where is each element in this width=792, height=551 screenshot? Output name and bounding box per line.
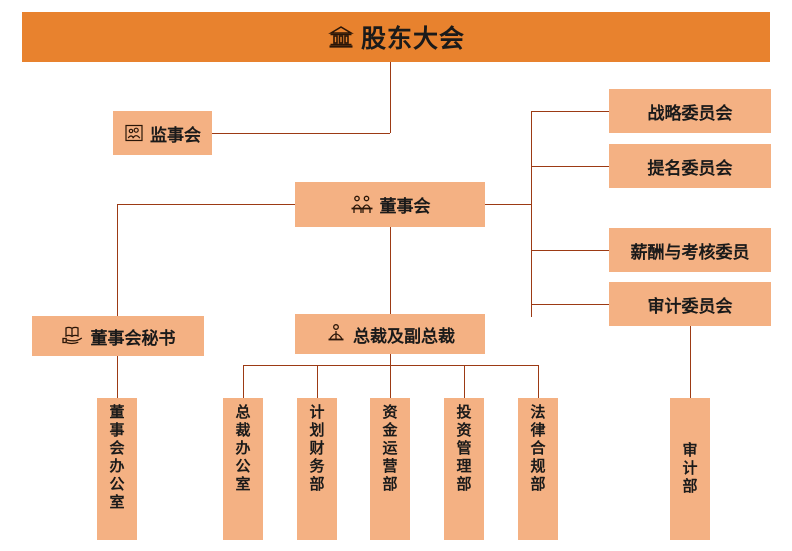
node-strategy-committee[interactable]: 战略委员会 xyxy=(609,89,771,133)
node-board-secretary[interactable]: 董事会秘书 xyxy=(32,316,204,356)
two-people-seated-icon xyxy=(350,194,374,216)
node-investment-management-dept[interactable]: 投资管理部 xyxy=(444,398,484,540)
node-label: 董事会秘书 xyxy=(90,328,176,349)
connector-banner-to-board xyxy=(390,62,391,133)
node-label: 总裁办公室 xyxy=(233,404,252,494)
node-board-office[interactable]: 董事会办公室 xyxy=(97,398,137,540)
connector-dept-4 xyxy=(464,365,465,398)
node-audit-dept[interactable]: 审计部 xyxy=(670,398,710,540)
connector-board-to-president xyxy=(390,227,391,314)
connector-audit-committee-to-audit-dept xyxy=(690,326,691,398)
people-frame-icon xyxy=(124,123,144,143)
node-label: 董事会 xyxy=(379,197,431,217)
node-label: 董事会办公室 xyxy=(107,404,126,512)
connector-board-to-secretary-vertical xyxy=(117,204,118,316)
connector-committee-3 xyxy=(531,250,609,251)
connector-board-to-secretary-horizontal xyxy=(117,204,295,205)
node-fund-operation-dept[interactable]: 资金运营部 xyxy=(370,398,410,540)
node-audit-committee[interactable]: 审计委员会 xyxy=(609,282,771,326)
node-label: 审计部 xyxy=(680,442,699,496)
connector-committee-1 xyxy=(531,111,609,112)
node-label: 总裁及副总裁 xyxy=(353,326,455,347)
node-president-office[interactable]: 总裁办公室 xyxy=(223,398,263,540)
node-label: 提名委员会 xyxy=(647,158,733,179)
connector-board-to-committee-spine xyxy=(485,204,531,205)
node-label: 计划财务部 xyxy=(307,404,326,494)
node-label: 薪酬与考核委员 xyxy=(630,242,750,263)
node-board-of-directors[interactable]: 董事会 xyxy=(295,182,485,227)
node-shareholders-meeting[interactable]: 股东大会 xyxy=(22,12,770,62)
node-label: 审计委员会 xyxy=(647,296,733,317)
book-on-hand-icon xyxy=(61,325,85,347)
node-label: 监事会 xyxy=(150,125,201,146)
bank-building-icon xyxy=(327,23,355,51)
node-planning-finance-dept[interactable]: 计划财务部 xyxy=(297,398,337,540)
node-label: 资金运营部 xyxy=(380,404,399,494)
connector-dept-1 xyxy=(243,365,244,398)
node-label: 法律合规部 xyxy=(528,404,547,494)
node-president-and-vice-presidents[interactable]: 总裁及副总裁 xyxy=(295,314,485,354)
node-legal-compliance-dept[interactable]: 法律合规部 xyxy=(518,398,558,540)
connector-dept-3 xyxy=(390,365,391,398)
connector-supervisors-to-board xyxy=(212,133,390,134)
connector-dept-2 xyxy=(317,365,318,398)
connector-committee-2 xyxy=(531,166,609,167)
connector-committee-4 xyxy=(531,304,609,305)
node-label: 战略委员会 xyxy=(647,103,733,124)
node-nomination-committee[interactable]: 提名委员会 xyxy=(609,144,771,188)
person-podium-icon xyxy=(325,323,347,345)
node-remuneration-appraisal-committee[interactable]: 薪酬与考核委员 xyxy=(609,228,771,272)
node-board-of-supervisors[interactable]: 监事会 xyxy=(113,111,212,155)
node-label: 股东大会 xyxy=(360,24,465,53)
node-label: 投资管理部 xyxy=(454,404,473,494)
connector-president-to-bus xyxy=(390,354,391,366)
connector-dept-5 xyxy=(538,365,539,398)
committee-spine xyxy=(531,111,532,317)
connector-secretary-to-board-office xyxy=(117,356,118,398)
